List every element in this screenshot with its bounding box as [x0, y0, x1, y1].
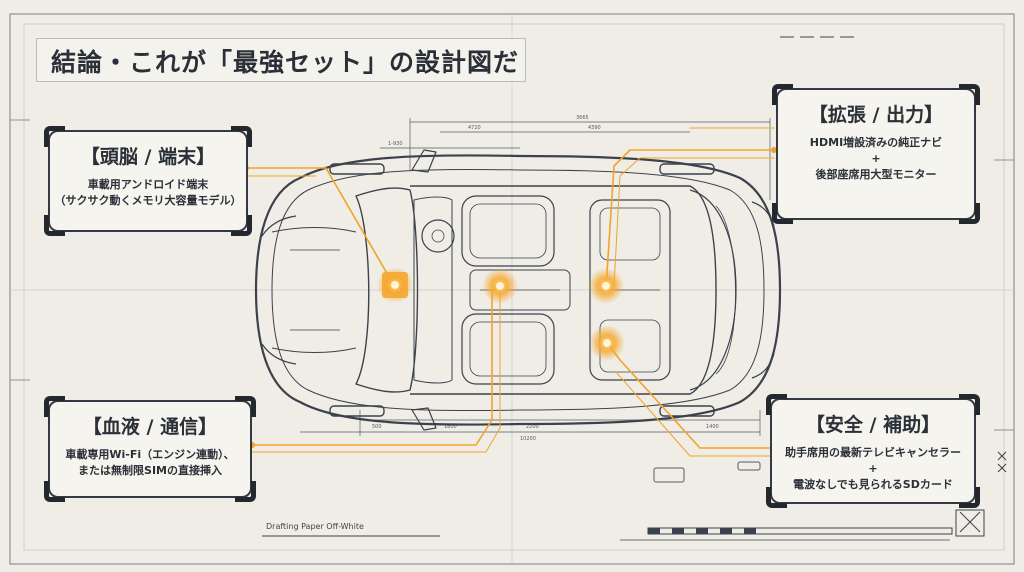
corner-bracket	[44, 396, 65, 417]
hotspot-safety	[589, 325, 625, 361]
dim-label-1: 4720	[468, 125, 481, 131]
dim-label-8: 10200	[520, 436, 536, 442]
dim-label-5: 1600	[444, 424, 457, 430]
corner-bracket	[959, 487, 980, 508]
card-safety-line-2: +	[868, 462, 878, 475]
dim-label-2: 4390	[588, 125, 601, 131]
paper-caption: Drafting Paper Off-White	[266, 522, 364, 531]
card-blood-body: 車載専用Wi-Fi（エンジン連動）、 または無制限SIMの直接挿入	[50, 447, 250, 479]
card-expand-title: 【拡張 / 出力】	[808, 104, 944, 126]
dim-label-0: 3665	[576, 115, 589, 121]
corner-bracket	[772, 203, 793, 224]
hotspot-blood	[482, 268, 518, 304]
card-expand-body: HDMI増設済みの純正ナビ + 後部座席用大型モニター	[778, 135, 974, 183]
page-title: 結論・これが「最強セット」の設計図だ	[51, 48, 520, 77]
card-safety-line-1: 助手席用の最新テレビキャンセラー	[785, 446, 961, 459]
corner-bracket	[231, 126, 252, 147]
card-brain-line-2: （サクサク動くメモリ大容量モデル）	[54, 194, 242, 207]
title-banner: 結論・これが「最強セット」の設計図だ	[36, 38, 526, 82]
card-blood-title: 【血液 / 通信】	[82, 416, 218, 438]
card-safety-title: 【安全 / 補助】	[805, 414, 941, 436]
card-brain-line-1: 車載用アンドロイド端末	[87, 178, 209, 191]
dimension-lines	[300, 118, 771, 436]
corner-bracket	[231, 215, 252, 236]
card-expand-line-3: 後部座席用大型モニター	[815, 168, 937, 181]
connector-lines	[245, 127, 775, 457]
dim-label-4: 500	[372, 424, 382, 430]
corner-bracket	[44, 215, 65, 236]
card-brain: 【頭脳 / 端末】 車載用アンドロイド端末 （サクサク動くメモリ大容量モデル）	[44, 126, 252, 236]
corner-bracket	[772, 84, 793, 105]
card-safety-body: 助手席用の最新テレビキャンセラー + 電波なしでも見られるSDカード	[772, 445, 974, 493]
card-expand-line-2: +	[871, 152, 881, 165]
corner-bracket	[766, 394, 787, 415]
card-blood-line-2: または無制限SIMの直接挿入	[78, 464, 222, 477]
corner-bracket	[959, 394, 980, 415]
corner-bracket	[44, 481, 65, 502]
hotspot-brain	[377, 267, 413, 303]
scale-bar	[620, 527, 953, 541]
corner-bracket	[44, 126, 65, 147]
card-blood: 【血液 / 通信】 車載専用Wi-Fi（エンジン連動）、 または無制限SIMの直…	[44, 396, 256, 502]
frame-marks-right	[955, 451, 1007, 537]
dim-label-6: 2200	[526, 424, 539, 430]
corner-bracket	[766, 487, 787, 508]
dim-label-7: 1400	[706, 424, 719, 430]
dim-label-3: 1-930	[388, 141, 403, 147]
card-brain-body: 車載用アンドロイド端末 （サクサク動くメモリ大容量モデル）	[50, 177, 246, 209]
corner-bracket	[959, 203, 980, 224]
card-brain-title: 【頭脳 / 端末】	[80, 146, 216, 168]
corner-bracket	[235, 481, 256, 502]
card-expand-line-1: HDMI増設済みの純正ナビ	[809, 136, 943, 149]
card-expand: 【拡張 / 出力】 HDMI増設済みの純正ナビ + 後部座席用大型モニター	[772, 84, 980, 224]
hotspot-expand	[588, 268, 624, 304]
card-safety-line-3: 電波なしでも見られるSDカード	[793, 478, 953, 491]
card-blood-line-1: 車載専用Wi-Fi（エンジン連動）、	[65, 448, 235, 461]
corner-bracket	[235, 396, 256, 417]
car-top-view	[254, 149, 782, 431]
card-safety: 【安全 / 補助】 助手席用の最新テレビキャンセラー + 電波なしでも見られるS…	[766, 394, 980, 508]
dimension-labels: 3665 4720 4390 1-930 500 1600 2200 1400 …	[372, 115, 719, 442]
corner-bracket	[959, 84, 980, 105]
